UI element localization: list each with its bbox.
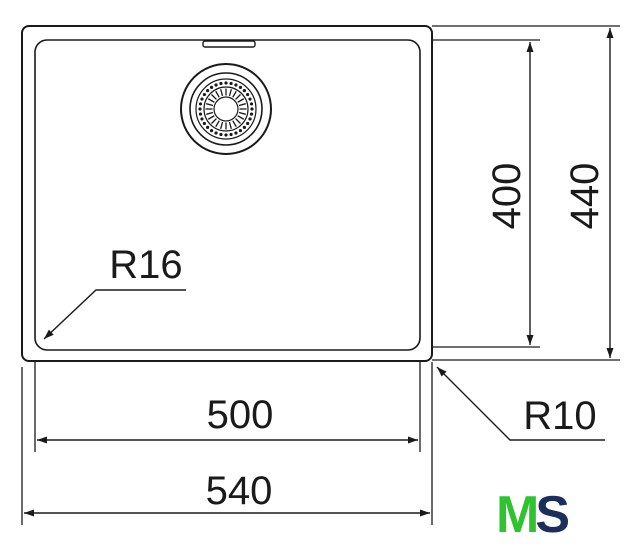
radius-inner-label: R16 [109, 243, 182, 287]
radius-inner-callout: R16 [43, 243, 186, 340]
ms-logo: MS [496, 486, 572, 544]
overflow-slot [202, 40, 256, 48]
dimension-inner-width: 500 [37, 393, 418, 444]
radius-outer-callout: R10 [436, 366, 605, 441]
dimension-inner-height: 400 [485, 42, 534, 345]
logo-text: MS [496, 486, 568, 544]
inner-bowl [34, 39, 421, 351]
dimension-outer-height: 440 [563, 28, 614, 358]
dimension-outer-width: 540 [24, 469, 430, 517]
outer-rim [21, 25, 433, 362]
radius-outer-label: R10 [523, 394, 596, 438]
sink-outline [21, 25, 433, 362]
extension-lines [21, 25, 620, 525]
outer-width-label: 540 [206, 469, 273, 513]
inner-height-label: 400 [485, 163, 529, 230]
drain-icon [180, 63, 272, 155]
inner-width-label: 500 [207, 393, 274, 437]
outer-height-label: 440 [563, 163, 607, 230]
